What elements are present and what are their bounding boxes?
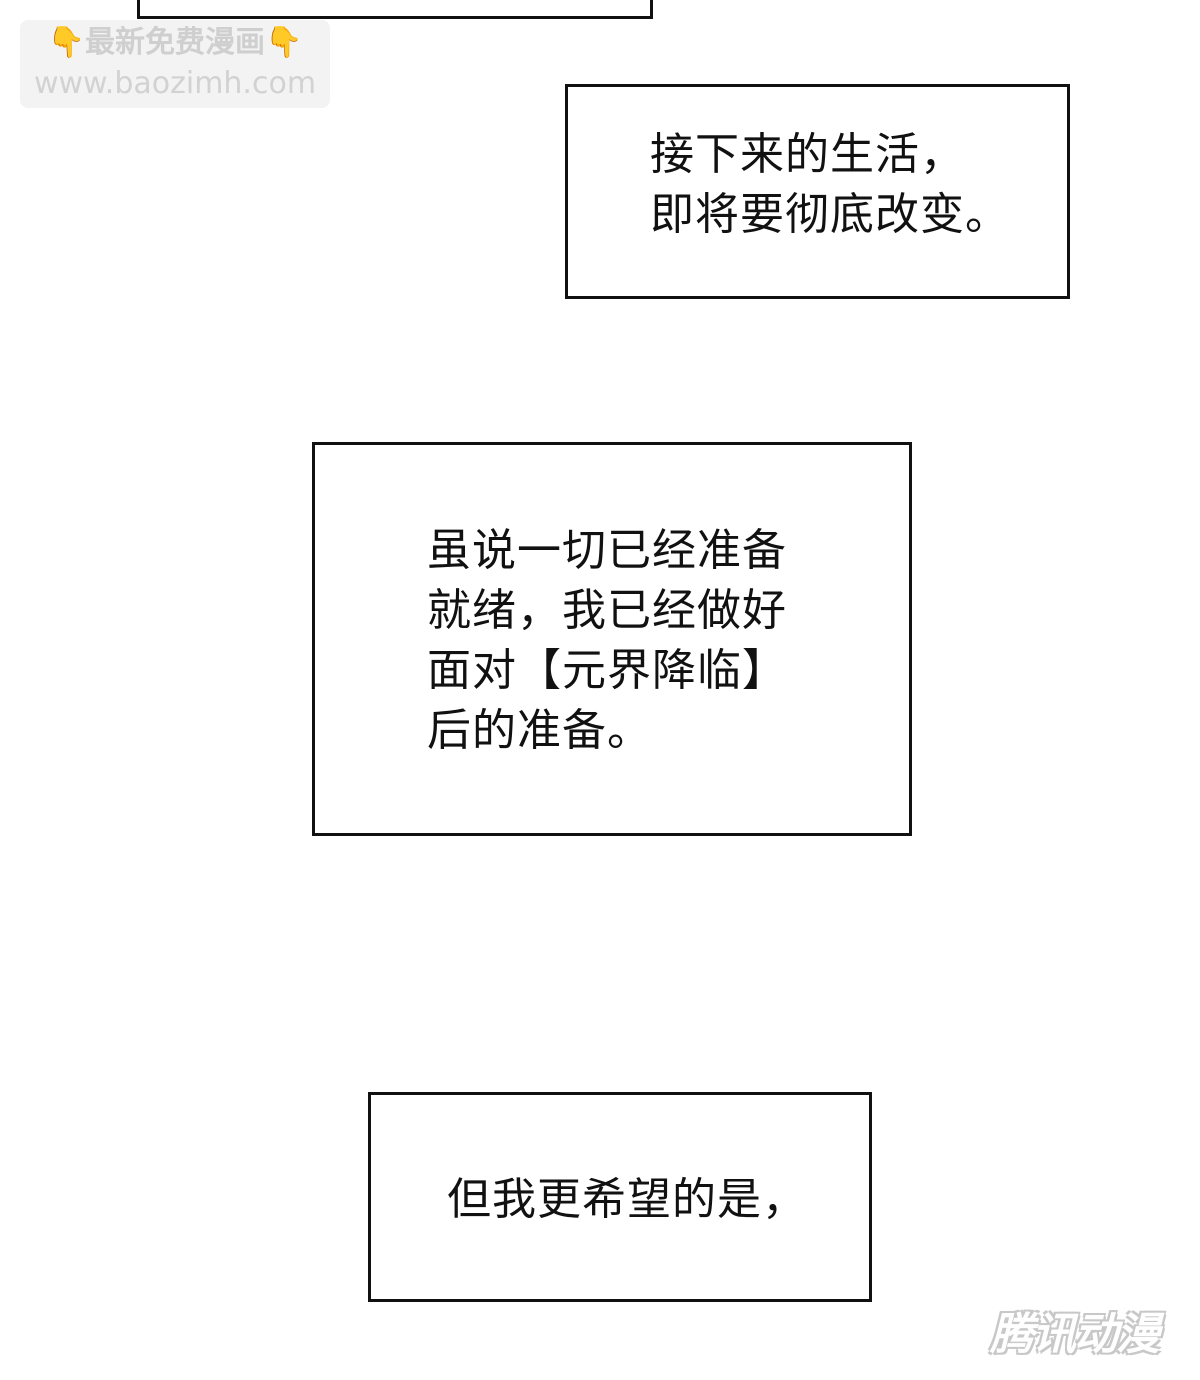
caption-line: 虽说一切已经准备: [427, 525, 787, 576]
partial-panel-top: [137, 0, 653, 19]
caption-box-1: 接下来的生活， 即将要彻底改变。: [565, 84, 1070, 299]
caption-line: 后的准备。: [427, 705, 652, 756]
caption-line: 面对【元界降临】: [427, 645, 787, 696]
watermark-url: www.baozimh.com: [33, 66, 317, 101]
pointing-down-hand-icon: 👇: [47, 25, 85, 60]
site-watermark: 👇最新免费漫画👇 www.baozimh.com: [20, 20, 330, 108]
publisher-watermark: 腾讯动漫: [990, 1309, 1160, 1360]
caption-line: 即将要彻底改变。: [650, 189, 1010, 240]
caption-line: 接下来的生活，: [650, 129, 965, 180]
caption-box-3: 但我更希望的是，: [368, 1092, 872, 1302]
pointing-down-hand-icon: 👇: [265, 25, 303, 60]
caption-box-2: 虽说一切已经准备 就绪，我已经做好 面对【元界降临】 后的准备。: [312, 442, 912, 836]
caption-line: 但我更希望的是，: [447, 1174, 807, 1225]
caption-line: 就绪，我已经做好: [427, 585, 787, 636]
watermark-line1: 最新免费漫画: [85, 25, 265, 60]
